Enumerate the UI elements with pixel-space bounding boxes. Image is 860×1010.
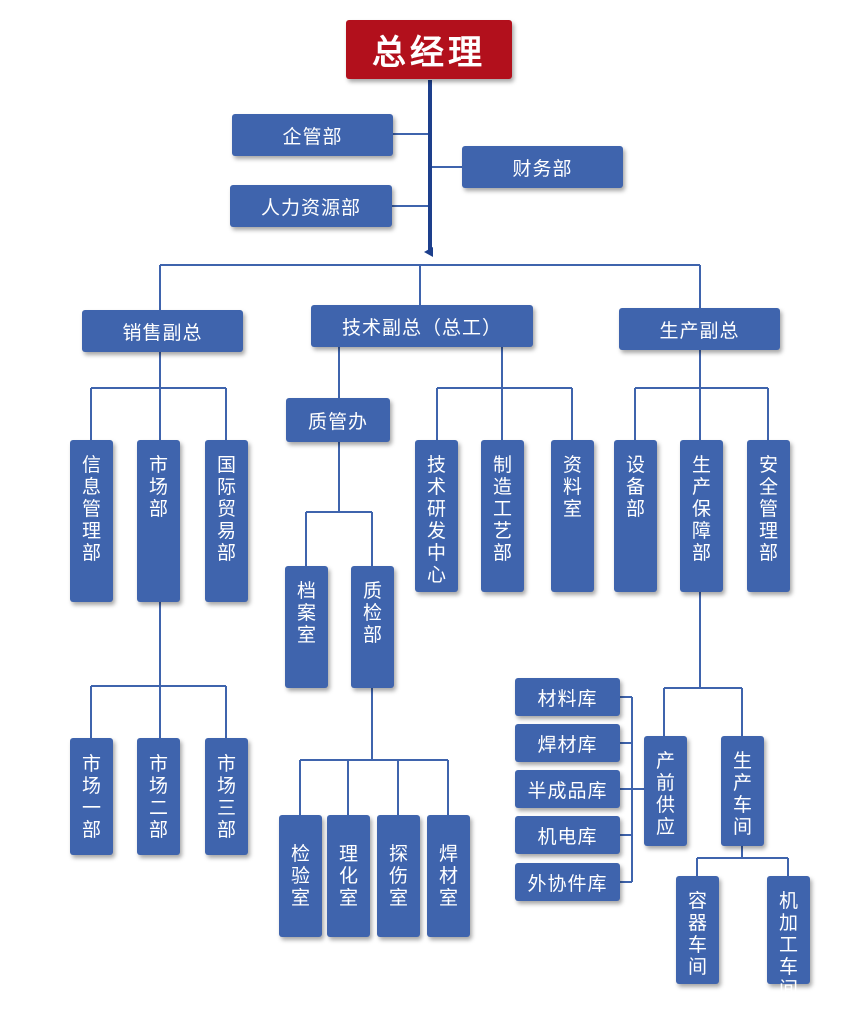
market-box: 市场部	[137, 440, 180, 602]
data-room-box: 资料室	[551, 440, 594, 592]
equipment-box: 设备部	[614, 440, 657, 592]
prod-support-box: 生产保障部	[680, 440, 723, 592]
semi-store-box: 半成品库	[515, 770, 620, 808]
ceo-box: 总经理	[346, 20, 512, 79]
material-store-box: 材料库	[515, 678, 620, 716]
safety-mgmt-box: 安全管理部	[747, 440, 790, 592]
mech-store-box: 机电库	[515, 816, 620, 854]
prod-vp-box: 生产副总	[619, 308, 780, 350]
pre-supply-box: 产前供应	[644, 736, 687, 846]
machining-workshop-box: 机加工车间	[767, 876, 810, 1000]
quality-office-box: 质管办	[286, 398, 390, 442]
hr-box: 人力资源部	[230, 185, 392, 227]
inspection-room-box: 检验室	[279, 815, 322, 937]
weld-store-box: 焊材库	[515, 724, 620, 762]
tech-rd-box: 技术研发中心	[415, 440, 458, 592]
market-3-box: 市场三部	[205, 738, 248, 855]
info-mgmt-box: 信息管理部	[70, 440, 113, 602]
sales-vp-box: 销售副总	[82, 310, 243, 352]
finance-box: 财务部	[462, 146, 623, 188]
enterprise-mgmt-box: 企管部	[232, 114, 393, 156]
market-2-box: 市场二部	[137, 738, 180, 855]
archive-box: 档案室	[285, 566, 328, 688]
market-1-box: 市场一部	[70, 738, 113, 855]
mfg-process-box: 制造工艺部	[481, 440, 524, 592]
tech-vp-box: 技术副总（总工）	[311, 305, 533, 347]
vessel-workshop-box: 容器车间	[676, 876, 719, 984]
weld-room-box: 焊材室	[427, 815, 470, 937]
outsource-store-box: 外协件库	[515, 863, 620, 901]
quality-inspection-box: 质检部	[351, 566, 394, 688]
workshop-box: 生产车间	[721, 736, 764, 846]
intl-trade-box: 国际贸易部	[205, 440, 248, 602]
physchem-room-box: 理化室	[327, 815, 370, 937]
flaw-room-box: 探伤室	[377, 815, 420, 937]
